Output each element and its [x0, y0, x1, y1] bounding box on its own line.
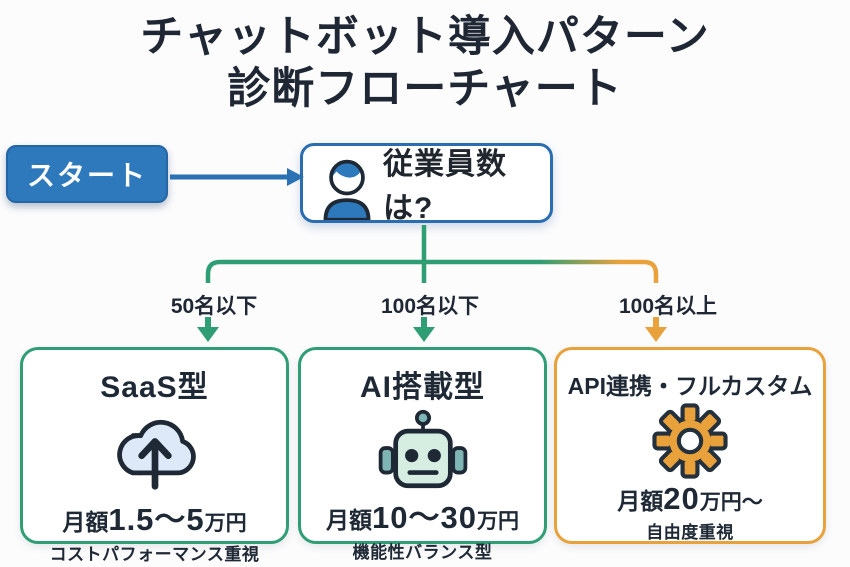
down-arrow-middle — [413, 317, 435, 342]
start-node: スタート — [6, 145, 168, 203]
option-note-saas: コストパフォーマンス重視 — [49, 545, 260, 564]
person-icon — [317, 152, 377, 220]
option-card-ai: AI搭載型 月額 10〜30 万円 機能性バランス型 — [298, 347, 547, 562]
price-unit: 万円 — [204, 512, 247, 535]
page-title: チャットボット導入パターン 診断フローチャート — [0, 12, 850, 115]
question-node: 従業員数は? — [300, 143, 553, 223]
question-label: 従業員数は? — [383, 148, 507, 223]
option-card-saas: SaaS型 月額 1.5〜5 万円 コストパフォーマンス重視 — [20, 347, 289, 564]
gear-icon — [652, 403, 728, 479]
price-line-ai: 月額 10〜30 万円 — [326, 492, 519, 537]
price-value: 20 — [663, 481, 700, 516]
cloud-upload-icon — [105, 408, 205, 492]
down-arrow-right — [645, 317, 667, 342]
price-prefix: 月額 — [62, 509, 109, 535]
price-prefix: 月額 — [617, 488, 664, 514]
option-title-saas: SaaS型 — [100, 371, 209, 404]
page-title-line1: チャットボット導入パターン — [140, 13, 710, 61]
option-note-ai: 機能性バランス型 — [352, 543, 493, 562]
branch-label-under-100: 100名以下 — [380, 295, 480, 318]
branch-line-right — [424, 259, 659, 283]
option-title-ai: AI搭載型 — [360, 371, 485, 404]
down-arrow-left — [197, 317, 219, 342]
price-value: 10〜30 — [372, 500, 477, 535]
branch-label-under-50: 50名以下 — [170, 295, 258, 318]
page-title-line2: 診断フローチャート — [227, 64, 623, 113]
price-line-api-custom: 月額 20 万円〜 — [617, 481, 762, 517]
price-unit: 万円〜 — [699, 491, 763, 514]
price-value: 1.5〜5 — [108, 502, 205, 537]
price-unit: 万円 — [476, 510, 519, 533]
option-title-api-custom: API連携・フルカスタム — [567, 373, 813, 399]
start-arrow — [170, 168, 304, 186]
robot-icon — [374, 408, 472, 490]
option-card-api-custom: API連携・フルカスタム 月額 20 万 — [554, 347, 826, 544]
start-node-label: スタート — [26, 160, 147, 191]
branch-line-left — [205, 259, 424, 283]
price-line-saas: 月額 1.5〜5 万円 — [62, 494, 246, 539]
branch-label-over-100: 100名以上 — [618, 295, 718, 318]
option-note-api-custom: 自由度重視 — [646, 523, 734, 542]
price-prefix: 月額 — [326, 507, 373, 533]
